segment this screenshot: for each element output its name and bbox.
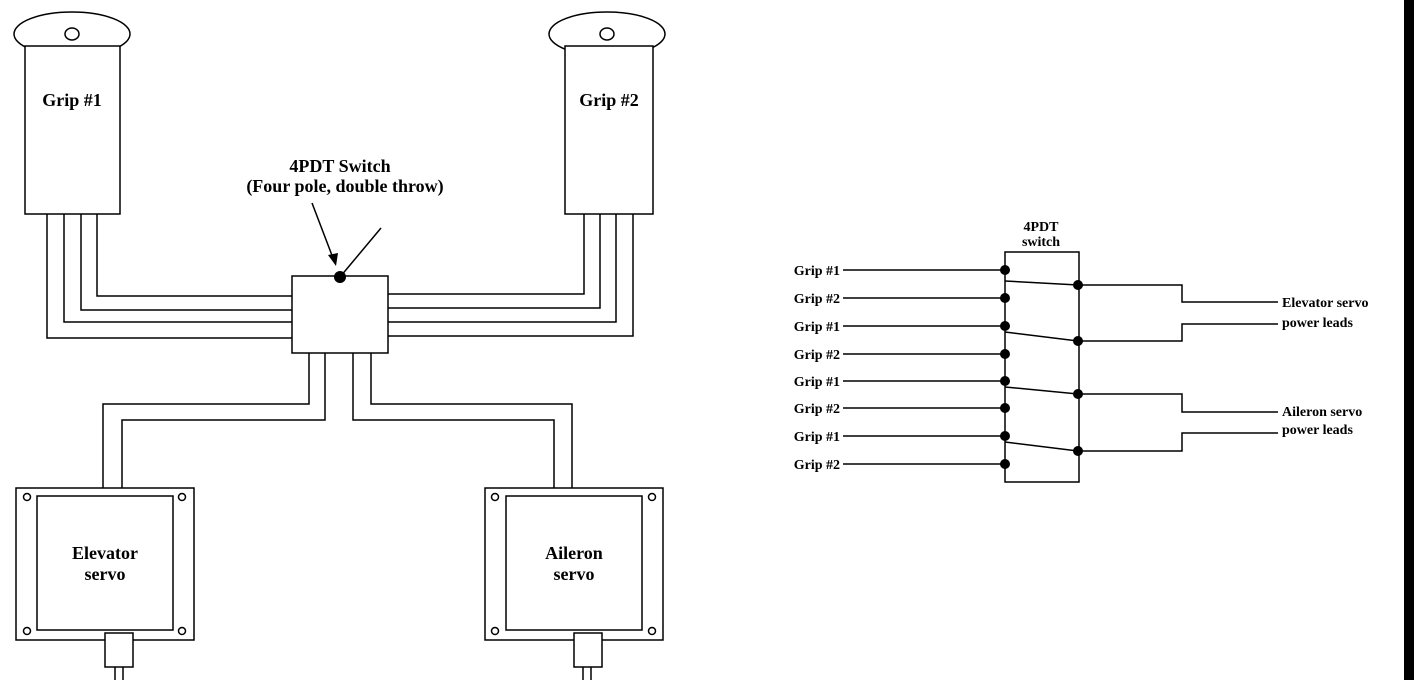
input-label: Grip #1	[794, 430, 840, 445]
input-label: Grip #1	[794, 264, 840, 279]
input-label: Grip #2	[794, 292, 840, 307]
switch-title: 4PDT Switch	[289, 156, 390, 176]
switch-callout-arrowhead	[328, 253, 338, 266]
switch-box: 4PDT Switch (Four pole, double throw)	[246, 156, 444, 354]
aileron-mount-hole	[647, 492, 657, 502]
aileron-servo-label-line2: servo	[554, 564, 595, 584]
grip-1-button	[64, 27, 80, 41]
input-label: Grip #1	[794, 375, 840, 390]
grip-2-cable	[388, 214, 634, 337]
grip-1-cable	[46, 214, 292, 339]
switch-poles	[1004, 280, 1079, 452]
output-wires	[1078, 284, 1278, 452]
schematic-switch-label-line2: switch	[1022, 235, 1060, 250]
grip-2-label: Grip #2	[579, 90, 639, 110]
grip-1-label: Grip #1	[42, 90, 102, 110]
aileron-mount-hole	[490, 626, 500, 636]
elevator-mount-hole	[177, 492, 187, 502]
elevator-mount-hole	[177, 626, 187, 636]
elevator-output-label-line2: power leads	[1282, 316, 1353, 331]
aileron-mount-hole	[647, 626, 657, 636]
elevator-mount-hole	[22, 492, 32, 502]
elevator-servo: Elevator servo	[15, 487, 195, 680]
aileron-mount-hole	[490, 492, 500, 502]
aileron-output-label-line2: power leads	[1282, 423, 1353, 438]
grip-2-button	[599, 27, 615, 41]
switch-subtitle: (Four pole, double throw)	[246, 176, 443, 197]
input-terminals	[1000, 265, 1010, 469]
switch-body	[291, 275, 389, 354]
grip-2: Grip #2	[548, 11, 666, 215]
grip-1: Grip #1	[13, 11, 131, 215]
elevator-output-label-line1: Elevator servo	[1282, 296, 1368, 311]
schematic-switch-box	[1004, 251, 1080, 483]
schematic-switch-label-line1: 4PDT	[1024, 220, 1060, 235]
aileron-servo-label-line1: Aileron	[545, 543, 603, 563]
aileron-servo-body	[505, 495, 643, 631]
aileron-cable	[352, 353, 573, 490]
input-label: Grip #1	[794, 320, 840, 335]
grip-1-body	[24, 45, 121, 215]
aileron-servo: Aileron servo	[484, 487, 664, 680]
input-label: Grip #2	[794, 402, 840, 417]
page-border	[1404, 0, 1414, 680]
elevator-servo-label-line2: servo	[85, 564, 126, 584]
schematic: 4PDT switch Grip #1 Grip #2 Grip #1 Grip…	[794, 220, 1368, 483]
elevator-servo-label-line1: Elevator	[72, 543, 138, 563]
aileron-output-label-line1: Aileron servo	[1282, 405, 1362, 420]
elevator-servo-body	[36, 495, 174, 631]
elevator-mount-hole	[22, 626, 32, 636]
input-label: Grip #2	[794, 458, 840, 473]
elevator-output-shaft	[104, 632, 134, 668]
elevator-cable	[102, 353, 326, 490]
input-wires	[843, 269, 1005, 465]
switch-callout-arrow	[311, 202, 334, 259]
grip-2-body	[564, 45, 654, 215]
aileron-output-shaft	[573, 632, 603, 668]
input-label: Grip #2	[794, 348, 840, 363]
switch-lever	[339, 227, 382, 278]
